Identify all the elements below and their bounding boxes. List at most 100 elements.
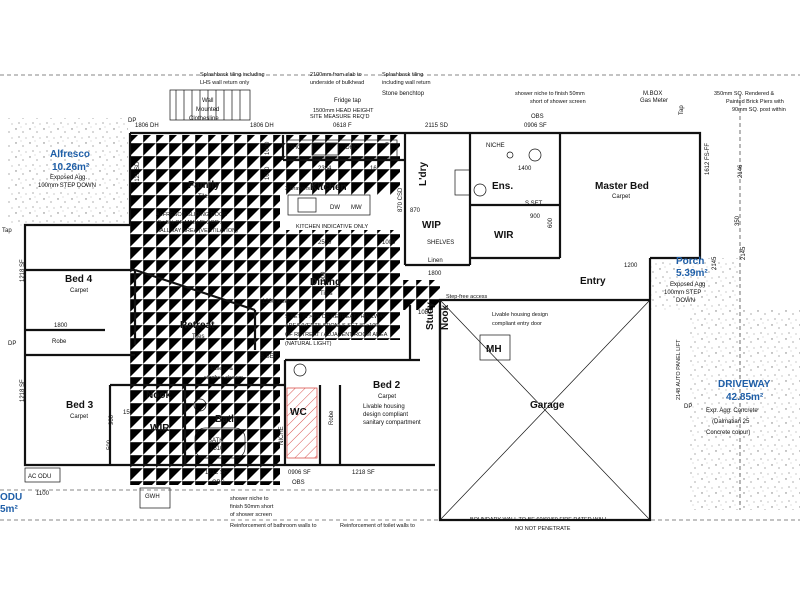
pier-note-2: Painted Brick Piers with — [726, 99, 784, 105]
tile-area-kitchen — [280, 135, 400, 195]
dim-1800-b: 1800 — [428, 271, 442, 277]
mw-label: MW — [351, 205, 362, 211]
clothesline-lines — [175, 90, 241, 120]
porch-note1: Exposed Agg — [670, 282, 705, 288]
bathtub-size: 1510 — [210, 446, 224, 452]
dim-1000-d: 1000 — [321, 271, 327, 285]
exterior-walls — [23, 131, 702, 522]
anno-top-mid-2: underside of bulkhead — [310, 80, 364, 86]
clothesline — [169, 89, 251, 121]
dim-1400: 1400 — [518, 166, 532, 172]
nook-label: Nook — [146, 390, 171, 401]
tile-area-hall — [400, 280, 440, 310]
head-height-2: SITE MEASURE REQ'D — [310, 114, 369, 120]
clothesline-text3: Clothesline — [189, 116, 219, 122]
alfresco-area: 10.26m² — [52, 162, 90, 173]
shelves-label: SHELVES — [427, 240, 454, 246]
shower-niche-bottom-3: of shower screen — [230, 512, 272, 518]
cooktop — [311, 142, 339, 156]
drawers-label: 3 Drawers — [285, 186, 310, 192]
driveway-label: DRIVEWAY — [718, 379, 771, 390]
tap-label-left: Tap — [2, 228, 12, 234]
alfresco-slab — [8, 118, 128, 226]
ohc-label-2: OHC — [345, 145, 359, 151]
bed3-floor: Carpet — [70, 414, 88, 420]
dim-350: 350 — [735, 215, 741, 226]
dim-2384: 2384 — [318, 166, 332, 172]
dim-870: 870 — [410, 208, 421, 214]
kitchen-benchtop — [286, 139, 398, 159]
sset-note-3: OF RETREAT / ADJACENT ROOM AREA — [285, 332, 388, 338]
boundary-wall-label: BOUNDARY WALL TO BE 60/60/60 FIRE RATED … — [470, 517, 610, 523]
driveway-slab — [690, 310, 800, 510]
dim-0906-top: 0906 SF — [524, 123, 547, 129]
dim-1212-sf: 1212 SF — [205, 470, 228, 476]
dim-2145-b: 2145 — [741, 246, 747, 260]
head-height-1: 1500mm HEAD HEIGHT — [313, 108, 374, 114]
pier-note-3: 90mm SQ. post within — [732, 107, 786, 113]
ohc-label-1: OHC — [288, 145, 302, 151]
laundry-tub — [454, 169, 471, 196]
tap-label-right: Tap — [679, 105, 685, 115]
retreat-floor: Tiles — [192, 334, 204, 340]
linen-label: Linen — [428, 258, 443, 264]
dim-900-a: 900 — [530, 214, 541, 220]
nook-small-label: Nook — [440, 305, 451, 330]
alfresco-door-2: IS >5% OF MAIN FLOOR / — [156, 220, 222, 226]
kitchen-island — [287, 194, 371, 216]
bed2-note3: sanitary compartment — [363, 420, 421, 426]
robe-bed4-label: Robe — [52, 339, 67, 345]
entry-door-2: compliant entry door — [492, 321, 542, 327]
garage-label: Garage — [530, 400, 565, 411]
dim-2115: 2115 SD — [425, 123, 449, 129]
dim-obs-top: OBS — [531, 114, 544, 120]
dining-label: Dining — [310, 277, 341, 288]
dim-500: 500 — [107, 439, 113, 450]
bath-label: Bath — [215, 414, 237, 425]
wir-bed3-label: WIR — [150, 423, 170, 434]
pier-note-1: 350mm SQ. Rendered & — [714, 91, 775, 97]
tile-area-dining — [280, 230, 400, 340]
alfresco-label: Alfresco — [50, 149, 90, 160]
family-floor: Tiles — [198, 194, 210, 200]
ensuite-toilet — [473, 183, 487, 197]
dim-1200-sset: 1200 s.set — [262, 299, 290, 305]
auto-panel-label: 2148 AUTO PANEL LIFT — [676, 339, 682, 400]
bed2-note1: Livable housing — [363, 404, 405, 410]
bed2-note2: design compliant — [363, 412, 408, 418]
dim-1080: 1080 — [418, 310, 432, 316]
wc-toilet — [293, 363, 307, 377]
hobless-2: stepfree shower — [204, 375, 243, 381]
master-bed-label: Master Bed — [595, 181, 649, 192]
fridge-label: F — [385, 143, 389, 149]
dim-1218-sf-c: 1218 SF — [352, 470, 375, 476]
dim-1000-b: 1000 — [265, 166, 271, 180]
retreat-label: Retreat — [180, 320, 215, 331]
dim-1100: 1100 — [36, 491, 50, 497]
bathtub-shape — [194, 427, 246, 459]
dim-sset: S.SET — [260, 354, 278, 360]
porch-slab — [650, 258, 740, 310]
sset-note-1: S.SET IS >5% OF RETREAT / HALLWAY — [285, 314, 386, 320]
bed3-label: Bed 3 — [66, 400, 94, 411]
dim-1218-sf-b: 1218 SF — [20, 379, 26, 402]
dim-1218-sf-a: 1218 SF — [20, 259, 26, 282]
porch-label: Porch — [676, 256, 704, 267]
dim-0618: 0618 F — [333, 123, 352, 129]
anno-top-left-1: Splashback tiling including — [200, 72, 265, 78]
kitchen-sink — [297, 197, 317, 213]
anno-top-mid-1: 2100mm from slab to — [310, 72, 362, 78]
wip-label: WIP — [422, 220, 441, 231]
wc-compartment — [286, 387, 318, 459]
dimension-labels: 1806 DH 1806 DH 0618 F 2115 SD OBS 0906 … — [8, 114, 747, 497]
dim-obs-b: OBS — [292, 480, 305, 486]
dim-0906-sf: 0906 SF — [288, 470, 311, 476]
porch-note3: DOWN — [676, 298, 695, 304]
mh-label: MH — [486, 344, 502, 355]
driveway-area: 42.85m² — [726, 392, 764, 403]
reinforce-toilet-label: Reinforcement of toilet walls to — [340, 523, 415, 529]
ac-odu-box — [24, 467, 61, 483]
sset-note-4: (NATURAL LIGHT) — [285, 341, 332, 347]
driveway-note2: (Dalmatian 25 — [712, 419, 750, 425]
